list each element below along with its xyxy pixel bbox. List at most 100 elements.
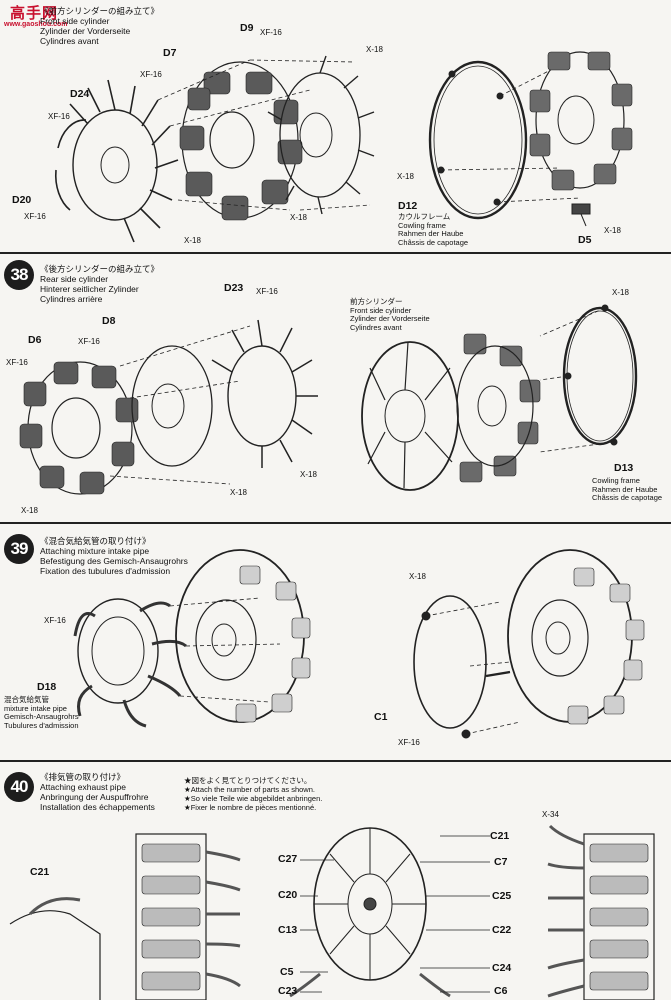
- label-d9: D9: [240, 22, 254, 34]
- step-39-title-en: Attaching mixture intake pipe: [40, 546, 150, 556]
- step-40-panel: 40 《排気管の取り付け》 Attaching exhaust pipe Anb…: [0, 764, 671, 1000]
- front-cyl-label-en: Front side cylinder: [350, 305, 412, 315]
- label-x18-i: X-18: [612, 288, 629, 297]
- label-x18-h: X-18: [300, 470, 317, 479]
- label-xf16-d6: XF-16: [6, 358, 28, 367]
- step-40-illustration: [9, 824, 655, 1000]
- part-d5: [571, 203, 591, 215]
- label-xf16-d8: XF-16: [78, 337, 100, 346]
- label-xf16-d9: XF-16: [260, 28, 282, 37]
- label-d24: D24: [70, 88, 90, 100]
- label-c24: C24: [492, 962, 512, 974]
- step-39-pipe-label: 混合気給気管 mixture intake pipe Gemisch-Ansau…: [4, 695, 79, 730]
- cowling-38-label-fr: Châssis de capotage: [592, 493, 663, 502]
- label-d6: D6: [28, 334, 42, 346]
- step-39-title-jp: 《混合気給気管の取り付け》: [40, 536, 151, 546]
- label-c20: C20: [278, 889, 298, 901]
- step-39-title-fr: Fixation des tubulures d'admission: [40, 566, 171, 576]
- step-40-title-en: Attaching exhaust pipe: [40, 782, 127, 792]
- label-d18: D18: [37, 681, 57, 693]
- label-d13: D13: [614, 462, 634, 474]
- label-d8: D8: [102, 315, 116, 327]
- step-37-title: 《前方シリンダーの組み立て》 Front side cylinder Zylin…: [40, 6, 159, 46]
- step-38-illustration: [19, 304, 638, 495]
- label-x18-c: X-18: [184, 236, 201, 245]
- front-cyl-label-de: Zylinder der Vorderseite: [350, 314, 430, 323]
- step-38-front-cyl-label: 前方シリンダー Front side cylinder Zylinder der…: [350, 297, 430, 332]
- label-xf16-d24: XF-16: [48, 112, 70, 121]
- step-39-title: 《混合気給気管の取り付け》 Attaching mixture intake p…: [40, 536, 188, 576]
- pipe-label-de: Gemisch-Ansaugrohrs: [4, 712, 79, 721]
- label-xf16-d23: XF-16: [256, 287, 278, 296]
- label-c6: C6: [494, 985, 508, 997]
- cowling-frame-d12: [428, 60, 528, 220]
- label-xf16-d20: XF-16: [24, 212, 46, 221]
- pushrod-ring-hub: [100, 146, 130, 184]
- step-37-title-en: Front side cylinder: [40, 16, 110, 26]
- label-d5: D5: [578, 234, 592, 246]
- pipe-label-fr: Tubulures d'admission: [4, 720, 79, 730]
- step-divider-3: [0, 760, 671, 762]
- label-c21-left: C21: [30, 866, 50, 878]
- step-38-cowling-label: Cowling frame Rahmen der Haube Châssis d…: [592, 476, 663, 503]
- label-d7: D7: [163, 47, 177, 59]
- label-x34: X-34: [542, 810, 559, 819]
- label-d20: D20: [12, 194, 32, 206]
- label-c7: C7: [494, 856, 508, 868]
- label-d12: D12: [398, 200, 418, 212]
- pipe-label-jp: 混合気給気管: [4, 695, 49, 704]
- watermark-main-text: 高手网: [10, 5, 59, 22]
- label-c13: C13: [278, 924, 298, 936]
- note-de: ★So viele Teile wie abgebildet anbringen…: [184, 794, 323, 803]
- label-x18-g: X-18: [230, 488, 247, 497]
- label-c25: C25: [492, 890, 512, 902]
- step-38-title-de: Hinterer seitlicher Zylinder: [40, 284, 139, 294]
- label-xf16-d18: XF-16: [44, 616, 66, 625]
- note-jp: ★図をよく見てとりつけてください。: [184, 776, 312, 785]
- step-divider-1: [0, 252, 671, 254]
- cowling-label-en: Cowling frame: [398, 220, 446, 230]
- pipe-label-en: mixture intake pipe: [4, 703, 67, 713]
- cowling-label-jp: カウルフレーム: [398, 212, 451, 221]
- watermark-url-text: www.gaoshou.com: [4, 21, 68, 28]
- rear-crankcase: [131, 345, 213, 467]
- step-40-title: 《排気管の取り付け》 Attaching exhaust pipe Anbrin…: [40, 772, 155, 812]
- step-39-illustration: [73, 549, 645, 739]
- label-x18-f: X-18: [21, 506, 38, 515]
- label-c27: C27: [278, 853, 298, 865]
- step-39-panel: 39 《混合気給気管の取り付け》 Attaching mixture intak…: [0, 526, 671, 756]
- step-37-illustration: [54, 51, 633, 243]
- label-xf16-d7: XF-16: [140, 70, 162, 79]
- assembled-engine: [535, 51, 625, 189]
- step-38-title-jp: 《後方シリンダーの組み立て》: [40, 264, 160, 274]
- step-37-cowling-label: カウルフレーム Cowling frame Rahmen der Haube C…: [398, 212, 469, 247]
- cowling-38-label-en: Cowling frame: [592, 476, 640, 485]
- label-d23: D23: [224, 282, 244, 294]
- note-fr: ★Fixer le nombre de pièces mentionné.: [184, 803, 317, 812]
- cowling-label-fr: Châssis de capotage: [398, 237, 469, 247]
- step-39-number-badge: 39: [4, 534, 34, 564]
- label-x18-b: X-18: [290, 213, 307, 222]
- front-cyl-label-fr: Cylindres avant: [350, 322, 402, 332]
- step-39-title-de: Befestigung des Gemisch-Ansaugrohrs: [40, 556, 188, 566]
- step-38-title-fr: Cylindres arrière: [40, 294, 103, 304]
- front-cyl-label-jp: 前方シリンダー: [350, 297, 403, 306]
- step-37-title-fr: Cylindres avant: [40, 36, 99, 46]
- cowling-frame-d13: [562, 306, 638, 446]
- step-37-title-de: Zylinder der Vorderseite: [40, 26, 131, 36]
- pushrod-ring-d23: [227, 345, 297, 447]
- step-40-title-jp: 《排気管の取り付け》: [40, 772, 126, 782]
- label-c21-right: C21: [490, 830, 510, 842]
- step-divider-2: [0, 522, 671, 524]
- cowling-label-de: Rahmen der Haube: [398, 229, 464, 238]
- step-38-title-en: Rear side cylinder: [40, 274, 109, 284]
- step-38-number-badge: 38: [4, 260, 34, 290]
- intake-pipe-d18: [77, 598, 159, 704]
- step-37-title-jp: 《前方シリンダーの組み立て》: [40, 6, 160, 16]
- label-x18-a: X-18: [366, 45, 383, 54]
- site-watermark-logo: 高手网 www.gaoshou.com: [4, 2, 70, 34]
- engine-side-view-left: [135, 833, 207, 1000]
- step-40-title-fr: Installation des échappements: [40, 802, 155, 812]
- label-x18-d: X-18: [397, 172, 414, 181]
- label-c23: C23: [278, 985, 298, 997]
